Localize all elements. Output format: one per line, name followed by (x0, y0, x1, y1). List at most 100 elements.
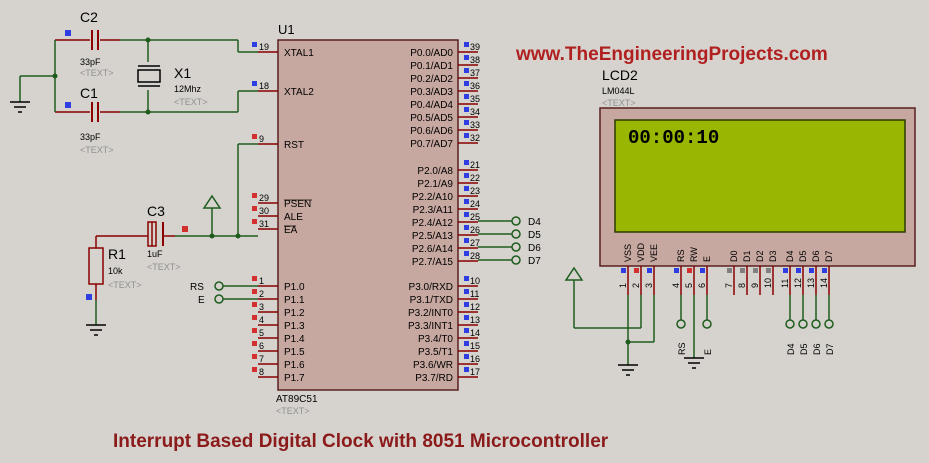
crystal-x1[interactable] (137, 40, 161, 112)
lcd-terminal-e[interactable]: E (702, 295, 713, 355)
terminal-d5-mcu[interactable] (478, 229, 521, 239)
capacitor-c1[interactable] (55, 102, 120, 122)
lcd-pin-number: 1 (618, 283, 628, 288)
lcd-pin-9[interactable]: D29 (750, 250, 765, 295)
mcu-pin-left-6[interactable]: 6P1.5 (252, 341, 305, 358)
lcd-terminal-rs[interactable]: RS (676, 295, 687, 355)
lcd-pin-5[interactable]: RW5 (684, 247, 699, 295)
lcd-pin-7[interactable]: D07 (724, 250, 739, 295)
mcu-body[interactable] (277, 39, 459, 391)
mcu-pin-left-2[interactable]: 2P1.1 (252, 289, 305, 306)
pin-marker (727, 268, 732, 273)
mcu-pin-left-1[interactable]: 1P1.0 (252, 276, 305, 293)
pin-marker (252, 134, 257, 139)
lcd-pin-4[interactable]: RS4 (671, 249, 686, 295)
lcd-terminal-label: E (703, 349, 713, 355)
terminal-e-mcu[interactable] (214, 294, 258, 304)
terminal-rs-mcu[interactable] (214, 281, 258, 291)
mcu-pin-left-8[interactable]: 8P1.7 (252, 367, 305, 384)
pin-number: 4 (259, 315, 264, 325)
c1-text: <TEXT> (80, 145, 114, 155)
pin-marker (464, 107, 469, 112)
pin-marker (647, 268, 652, 273)
lcd-terminal-d4[interactable]: D4 (785, 295, 796, 355)
terminal-d7-mcu[interactable] (478, 255, 521, 265)
capacitor-c2[interactable] (55, 30, 120, 50)
terminal-d6-mcu[interactable] (478, 242, 521, 252)
mcu-right-pins: 39P0.0/AD038P0.1/AD137P0.2/AD236P0.3/AD3… (408, 42, 480, 384)
pin-label: P2.2/A10 (412, 192, 454, 203)
pin-number: 1 (259, 276, 264, 286)
pin-label: P2.0/A8 (417, 166, 453, 177)
lcd-pin-8[interactable]: D18 (737, 250, 752, 295)
lcd-pin-6[interactable]: E6 (697, 256, 712, 295)
pin-marker (464, 186, 469, 191)
pin-number: 7 (259, 354, 264, 364)
pin-label: P3.7/RD (415, 373, 453, 384)
lcd-terminal-d5[interactable]: D5 (798, 295, 809, 355)
pin-label: P2.4/A12 (412, 218, 454, 229)
terminal-d4-mcu[interactable] (478, 216, 521, 226)
mcu-pin-left-5[interactable]: 5P1.4 (252, 328, 305, 345)
pin-label: P3.5/T1 (418, 347, 453, 358)
lcd-pin-number: 6 (697, 283, 707, 288)
r1-ref: R1 (108, 246, 126, 262)
terminal-e-mcu-label: E (198, 295, 205, 306)
pin-number: 6 (259, 341, 264, 351)
pin-number: 34 (470, 107, 480, 117)
pin-number: 2 (259, 289, 264, 299)
pin-label: P3.4/T0 (418, 334, 453, 345)
pin-marker (674, 268, 679, 273)
lcd-terminal-d6[interactable]: D6 (811, 295, 822, 355)
ground-symbol-reset (86, 300, 106, 336)
pin-marker (809, 268, 814, 273)
mcu-pin-left-4[interactable]: 4P1.3 (252, 315, 305, 332)
resistor-r1[interactable] (88, 236, 104, 300)
lcd-terminal-d7[interactable]: D7 (824, 295, 835, 355)
capacitor-c3[interactable] (96, 221, 175, 247)
mcu-pin-left-3[interactable]: 3P1.2 (252, 302, 305, 319)
mcu-pin-left-7[interactable]: 7P1.6 (252, 354, 305, 371)
lcd-terminal-label: D5 (799, 343, 809, 355)
pin-label: P2.3/A11 (413, 205, 454, 216)
